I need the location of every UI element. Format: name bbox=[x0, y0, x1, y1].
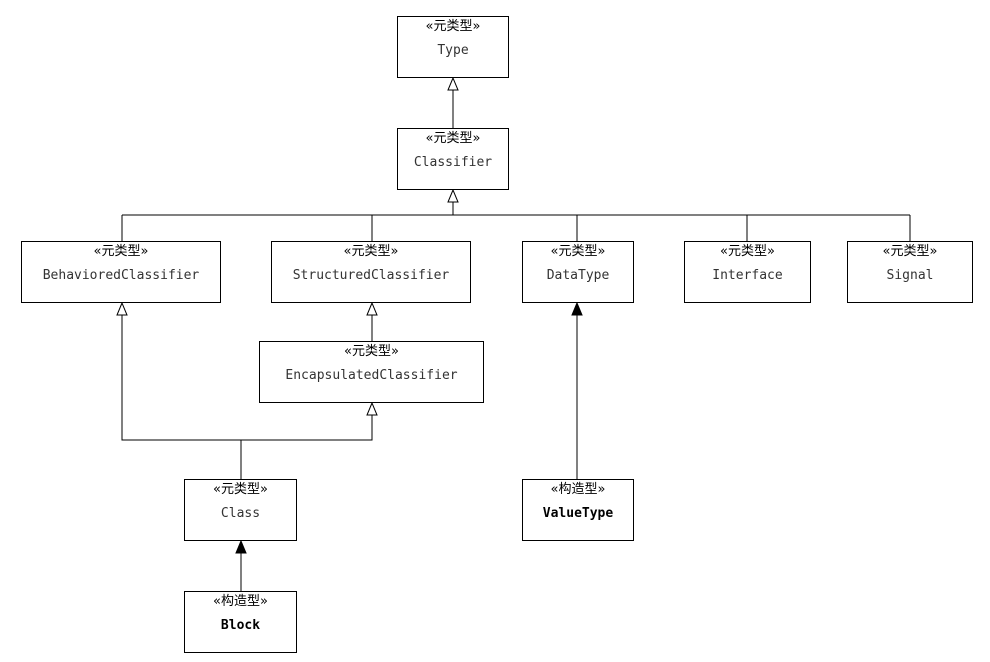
stereotype-label: «元类型» bbox=[213, 482, 268, 497]
edge-class-to-encapsulated bbox=[241, 415, 373, 441]
metaclass-name: Type bbox=[437, 43, 469, 58]
stereotype-name: Block bbox=[220, 618, 261, 633]
stereotype-label: «元类型» bbox=[344, 344, 399, 359]
stereotype-label: «元类型» bbox=[425, 131, 481, 146]
stereotype-label: «元类型» bbox=[882, 244, 938, 259]
metaclass-name: DataType bbox=[546, 268, 610, 283]
interface-metaclass[interactable]: «元类型» Interface bbox=[684, 241, 811, 303]
generalization-arrowhead bbox=[447, 188, 459, 203]
type-metaclass[interactable]: «元类型» Type bbox=[397, 16, 509, 78]
classifier-metaclass[interactable]: «元类型» Classifier bbox=[397, 128, 509, 190]
value-type-stereotype[interactable]: «构造型» ValueType bbox=[522, 479, 634, 541]
generalization-arrowhead bbox=[366, 401, 378, 416]
extension-arrowhead bbox=[571, 301, 583, 316]
stereotype-label: «构造型» bbox=[213, 594, 268, 609]
stereotype-label: «元类型» bbox=[343, 244, 399, 259]
metaclass-name: Classifier bbox=[413, 155, 493, 170]
behaviored-classifier-metaclass[interactable]: «元类型» BehavioredClassifier bbox=[21, 241, 221, 303]
metaclass-name: StructuredClassifier bbox=[292, 268, 450, 283]
metaclass-name: Interface bbox=[712, 268, 783, 283]
block-stereotype[interactable]: «构造型» Block bbox=[184, 591, 297, 653]
generalization-arrowhead bbox=[447, 76, 459, 91]
generalization-arrowhead bbox=[366, 301, 378, 316]
structured-classifier-metaclass[interactable]: «元类型» StructuredClassifier bbox=[271, 241, 471, 303]
signal-metaclass[interactable]: «元类型» Signal bbox=[847, 241, 973, 303]
stereotype-label: «构造型» bbox=[550, 482, 606, 497]
encapsulated-classifier-metaclass[interactable]: «元类型» EncapsulatedClassifier bbox=[259, 341, 484, 403]
class-metaclass[interactable]: «元类型» Class bbox=[184, 479, 297, 541]
stereotype-label: «元类型» bbox=[550, 244, 606, 259]
generalization-arrowhead bbox=[116, 301, 128, 316]
metaclass-name: EncapsulatedClassifier bbox=[285, 368, 458, 383]
edge-class-to-behaviored bbox=[121, 315, 242, 479]
extension-arrowhead bbox=[235, 539, 247, 554]
stereotype-name: ValueType bbox=[542, 506, 614, 521]
stereotype-label: «元类型» bbox=[425, 19, 481, 34]
stereotype-label: «元类型» bbox=[720, 244, 775, 259]
metaclass-name: Signal bbox=[886, 268, 934, 283]
data-type-metaclass[interactable]: «元类型» DataType bbox=[522, 241, 634, 303]
metaclass-name: Class bbox=[220, 506, 261, 521]
metaclass-name: BehavioredClassifier bbox=[42, 268, 200, 283]
stereotype-label: «元类型» bbox=[93, 244, 149, 259]
